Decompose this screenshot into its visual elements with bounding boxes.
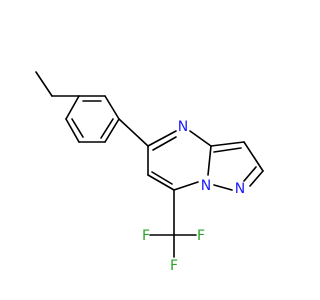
bond-layer <box>35 71 264 258</box>
bond-aryl-link <box>118 118 149 147</box>
bond-ph-4-double <box>100 118 114 139</box>
bond-pz-n1-n8 <box>213 184 233 191</box>
atom-label-f-right: F <box>197 228 205 244</box>
bond-ph-3 <box>104 95 120 120</box>
structure-diagram: N N N F F F <box>35 71 264 274</box>
atom-label-n-pyrazole: N <box>235 181 245 197</box>
bond-ph-6-double <box>71 118 84 138</box>
bond-ph-4 <box>104 118 120 143</box>
bond-ph-1 <box>65 95 80 120</box>
bond-ph-6 <box>65 118 80 143</box>
bond-pyr-c3a-n8 <box>207 145 212 176</box>
bond-pz-c3-c2 <box>243 141 264 172</box>
bond-pyr-c5-n4-double <box>152 136 177 151</box>
atom-label-f-bottom: F <box>170 258 178 274</box>
bond-pyr-n4-c3a <box>189 130 212 147</box>
bond-pz-c2-n1-double <box>243 166 257 182</box>
bond-pz-c3a-c3 <box>210 141 245 147</box>
atom-label-layer: N N N F F F <box>142 119 245 274</box>
bond-pyr-c7-c6-double <box>151 171 173 185</box>
atom-label-n-bridge: N <box>201 178 211 194</box>
bond-ethyl-ch3 <box>35 71 53 97</box>
bond-pyr-c7-c6 <box>147 174 175 191</box>
bond-pyr-c5-n4 <box>147 130 177 147</box>
molecule-canvas: N N N F F F <box>35 71 264 274</box>
bond-pyr-n8-c7 <box>173 181 199 191</box>
atom-label-f-left: F <box>142 228 150 244</box>
bond-pz-c3a-c3-double <box>213 147 242 153</box>
bond-pz-c2-n1 <box>249 170 264 187</box>
atom-label-n-pyrimidine: N <box>178 119 188 135</box>
